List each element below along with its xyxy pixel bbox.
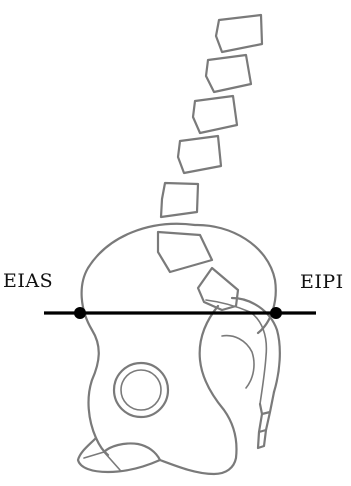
sacrum-top xyxy=(158,232,212,272)
vertebra-4 xyxy=(178,136,221,173)
iliac-crest-outline xyxy=(82,224,276,455)
eias-point xyxy=(74,307,86,319)
acetabulum-outer xyxy=(114,363,168,417)
eipi-label: EIPI xyxy=(300,271,344,293)
vertebra-3 xyxy=(193,96,237,133)
eias-label: EIAS xyxy=(3,270,53,292)
vertebra-1 xyxy=(216,15,262,52)
pubis-outline xyxy=(78,438,160,472)
sacrum-inner xyxy=(206,300,266,404)
ischium-outline xyxy=(160,306,237,474)
pubic-symphysis xyxy=(84,452,120,470)
vertebra-2 xyxy=(206,55,251,92)
ischial-notch xyxy=(222,336,254,388)
vertebra-5 xyxy=(161,183,198,217)
lumbar-vertebrae xyxy=(161,15,262,217)
eipi-point xyxy=(270,307,282,319)
acetabulum-inner xyxy=(121,370,161,410)
sacrum-body xyxy=(198,268,238,310)
